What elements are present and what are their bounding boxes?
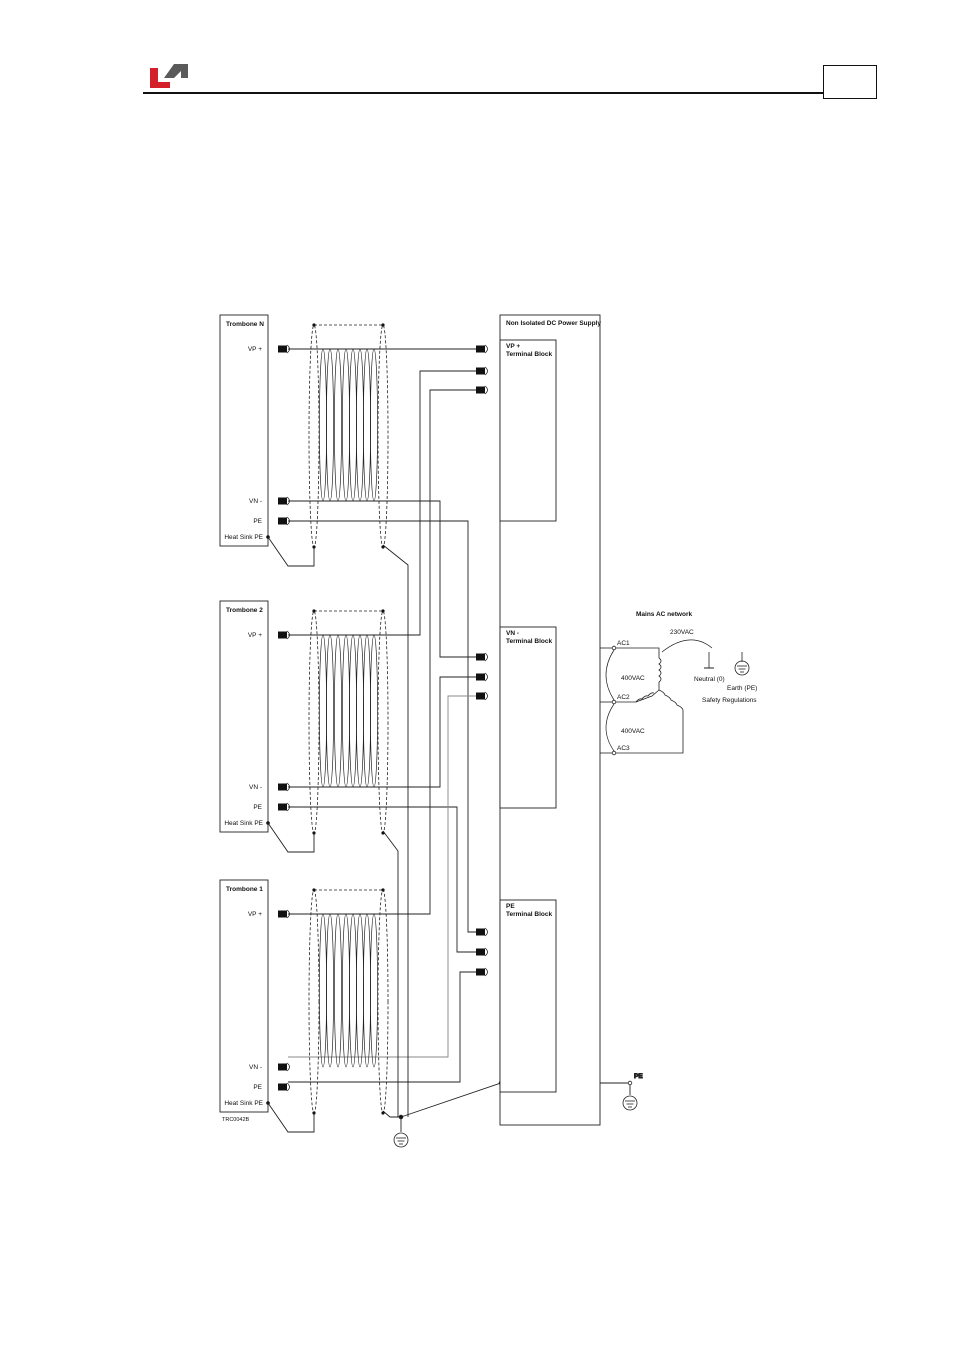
ac3-label: AC3 [617, 745, 630, 752]
neutral-label: Neutral (0) [694, 676, 725, 683]
vn-terminal-label: VN - [249, 1064, 262, 1071]
pe-label: PE [634, 1073, 643, 1080]
vp-terminal-label: VP + [248, 632, 262, 639]
company-logo [148, 58, 192, 92]
terminal-block-name: VP + [506, 343, 520, 350]
heatsink-pe-label: Heat Sink PE [224, 820, 263, 827]
winding-1 [658, 657, 662, 683]
psu-terminal-7 [476, 927, 488, 937]
heatsink-pe-label: Heat Sink PE [224, 1100, 263, 1107]
vn-terminal-label: VN - [249, 784, 262, 791]
ac3-node [611, 750, 617, 756]
vn-connector [278, 496, 290, 506]
pe-terminal-label: PE [253, 518, 262, 525]
ac1-label: AC1 [617, 640, 630, 647]
trombone-title: Trombone 2 [226, 607, 263, 614]
drawing-code: TRC0042B [222, 1117, 250, 1123]
wire-tn-pe [288, 520, 476, 933]
vp-terminal-label: VP + [248, 911, 262, 918]
psu-terminal-6 [476, 691, 488, 701]
psu-terminal-9 [476, 967, 488, 977]
psu-terminal-3 [476, 385, 488, 395]
ac2-node [611, 699, 617, 705]
wire-t1-pe [288, 971, 476, 1083]
pe-terminal-node [627, 1080, 633, 1086]
trombone-box [219, 600, 269, 833]
psu-terminal-2 [476, 366, 488, 376]
ac2-label: AC2 [617, 694, 630, 701]
voltage-arc-1 [605, 649, 615, 701]
wire-t1-vn [288, 695, 476, 1058]
shield-ground-n [382, 544, 409, 1117]
trombone-title: Trombone N [226, 321, 264, 328]
heatsink-pe-label: Heat Sink PE [224, 534, 263, 541]
psu-terminal-5 [476, 672, 488, 682]
line-voltage-label-1: 400VAC [621, 675, 645, 682]
pe-terminal-label: PE [253, 804, 262, 811]
wire-t2-vp [288, 370, 476, 636]
trombone-module-1: Trombone N VP + VN - PE Heat Sink PE [219, 314, 389, 567]
vn-connector [278, 782, 290, 792]
winding-3 [658, 689, 684, 711]
pe-connector [278, 1082, 290, 1092]
terminal-block-label: Terminal Block [506, 911, 553, 918]
pe-connector [278, 516, 290, 526]
psu-terminal-8 [476, 947, 488, 957]
heatsink-wire [267, 822, 315, 853]
pe-connector [278, 802, 290, 812]
vn-block-terminal: VN -Terminal Block [499, 626, 557, 809]
header-rule [143, 92, 823, 94]
shielded-cable [308, 323, 389, 549]
vn-terminal-label: VN - [249, 498, 262, 505]
terminal-block-name: PE [506, 903, 515, 910]
vn-connector [278, 1062, 290, 1072]
wire-t2-vn [288, 676, 476, 788]
shielded-cable [308, 609, 389, 835]
wire-tn-vn [288, 500, 476, 658]
pe-terminal-label: PE [253, 1084, 262, 1091]
line-voltage-label-2: 400VAC [621, 728, 645, 735]
terminal-block-label: Terminal Block [506, 351, 553, 358]
winding-2-lead [616, 689, 660, 703]
vp-connector [278, 344, 290, 354]
psu-terminal-1 [476, 344, 488, 354]
trombone-module-3: Trombone 1 VP + VN - PE Heat Sink PE [219, 879, 389, 1133]
mains-title: Mains AC network [636, 611, 692, 618]
page-header [0, 0, 955, 110]
phase-voltage-arc [661, 639, 713, 653]
safety-label: Safety Regulations [702, 697, 757, 704]
earth-label: Earth (PE) [727, 685, 757, 692]
trombone-box [219, 879, 269, 1113]
heatsink-wire [267, 1102, 315, 1133]
trombone-module-2: Trombone 2 VP + VN - PE Heat Sink PE [219, 600, 389, 853]
mains-earth-icon [734, 660, 750, 676]
vp-terminal-label: VP + [248, 346, 262, 353]
psu-title: Non Isolated DC Power Supply [506, 320, 601, 327]
shield-ground-2 [382, 830, 399, 1117]
wire-t2-pe [288, 806, 476, 953]
wire-t1-vp [288, 389, 476, 915]
psu-terminal-4 [476, 652, 488, 662]
vp-connector [278, 909, 290, 919]
page-number-box [823, 65, 877, 99]
trombone-box [219, 314, 269, 547]
terminal-block-label: Terminal Block [506, 638, 553, 645]
pe-ground-icon [622, 1095, 638, 1111]
trombone-title: Trombone 1 [226, 886, 263, 893]
vp-block-terminal: VP +Terminal Block [499, 339, 557, 522]
vp-connector [278, 630, 290, 640]
shielded-cable [308, 888, 389, 1115]
earth-ground-icon [393, 1132, 409, 1148]
phase-voltage-label: 230VAC [670, 629, 694, 636]
voltage-arc-2 [605, 703, 615, 752]
terminal-block-name: VN - [506, 630, 519, 637]
heatsink-wire [267, 536, 315, 567]
shield-ground-1 [382, 1110, 401, 1118]
winding-2 [635, 692, 655, 703]
ac1-node [611, 645, 617, 651]
